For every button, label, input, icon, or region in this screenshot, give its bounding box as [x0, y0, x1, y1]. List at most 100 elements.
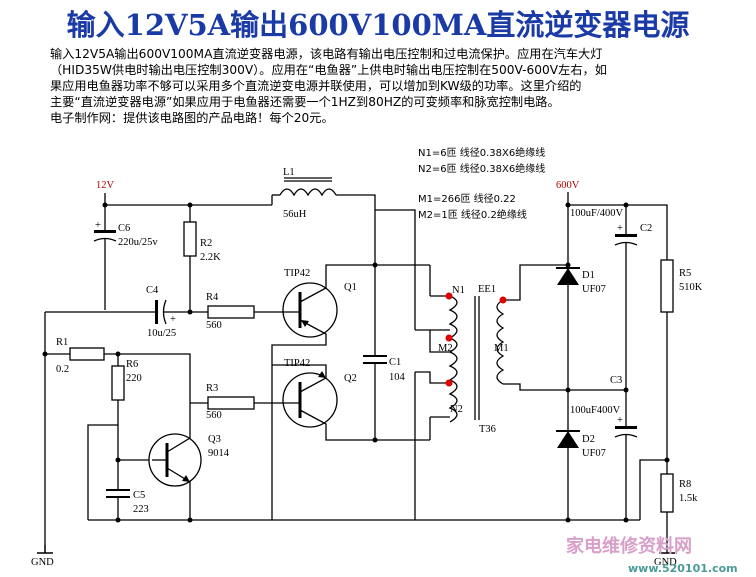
inductor-l1: [272, 177, 376, 265]
junction-dot: [565, 262, 571, 268]
inductor-l1-value: 56uH: [283, 209, 307, 220]
capacitor-c5-name: C5: [133, 490, 145, 501]
resistor-r1-name: R1: [56, 337, 68, 348]
capacitor-c3: +: [614, 390, 638, 520]
wire: [104, 353, 191, 400]
capacitor-c4-value: 10u/25: [147, 328, 176, 339]
gnd-right-label: GND: [654, 557, 677, 568]
resistor-r8-value: 1.5k: [679, 493, 698, 504]
description-line: 输入12V5A输出600V100MA直流逆变器电源，该电路有输出电压控制和过电流…: [50, 47, 603, 61]
capacitor-c2-value: 100uF/400V: [570, 208, 624, 219]
capacitor-c6-value: 220u/25v: [118, 237, 158, 248]
resistor-r6: [111, 365, 125, 401]
diode-d1-type: UF07: [582, 284, 606, 295]
transistor-q2-name: Q2: [344, 373, 357, 384]
diode-d2: [556, 390, 580, 520]
transistor-q1-type: TIP42: [284, 268, 310, 279]
resistor-r2: [183, 221, 197, 257]
resistor-r4-name: R4: [206, 292, 219, 303]
winding-start-dot: [445, 334, 453, 342]
transformer-t36-label: T36: [479, 424, 496, 435]
winding-m1-label: M1: [494, 343, 509, 354]
junction-dot: [372, 262, 378, 268]
watermark-site-name: 家电维修资料网: [566, 535, 692, 557]
diode-d2-name: D2: [582, 434, 595, 445]
capacitor-c2: +: [614, 205, 638, 390]
capacitor-c3-value: 100uF400V: [570, 405, 621, 416]
winding-n2-label: N2: [450, 404, 463, 415]
wire: [87, 424, 118, 520]
capacitor-c5-value: 223: [133, 504, 149, 515]
wire: [117, 400, 152, 461]
winding-note-m1: M1=266匝 线径0.22: [418, 192, 516, 205]
inductor-l1-name: L1: [283, 167, 295, 178]
page-title: 输入12V5A输出600V100MA直流逆变器电源: [66, 8, 690, 42]
svg-text:+: +: [617, 223, 623, 234]
transistor-q2: [272, 364, 430, 441]
description-line: 果应用电鱼器功率不够可以采用多个直流逆变电源并联使用，可以增加到KW级的功率。这…: [50, 79, 582, 93]
junction-dot: [187, 309, 193, 315]
junction-dot: [623, 517, 629, 523]
winding-m2-label: M2: [438, 343, 453, 354]
resistor-r5-value: 510K: [679, 282, 703, 293]
winding-start-dot: [445, 292, 453, 300]
winding-note-n2: N2=6匝 线径0.38X6绝缘线: [418, 162, 545, 175]
capacitor-c2-name: C2: [640, 223, 652, 234]
winding-start-dot: [445, 379, 453, 387]
transistor-q3-name: Q3: [208, 434, 221, 445]
winding-start-dot: [499, 296, 507, 304]
capacitor-c5: [106, 460, 130, 520]
capacitor-c1: [363, 265, 387, 440]
capacitor-c4-name: C4: [146, 285, 159, 296]
watermark-site-url: www.520101.com: [628, 562, 738, 575]
resistor-r3-name: R3: [206, 383, 218, 394]
transistor-q1-name: Q1: [344, 282, 357, 293]
transistor-q1: [271, 264, 430, 420]
description-line: （HID35W供电时输出电压控制300V）。应用在“电鱼器”上供电时输出电压控制…: [50, 63, 607, 77]
resistor-r6-value: 220: [126, 373, 142, 384]
rail-12v-wire: [104, 193, 272, 206]
transistor-q2-type: TIP42: [284, 358, 310, 369]
capacitor-c1-value: 104: [389, 372, 406, 383]
diode-d2-type: UF07: [582, 448, 606, 459]
gnd-left-label: GND: [31, 557, 54, 568]
transistor-q3-value: 9014: [208, 448, 230, 459]
supply-600v-label: 600V: [556, 180, 580, 191]
resistor-r1-value: 0.2: [56, 364, 69, 375]
resistor-r2-name: R2: [200, 238, 212, 249]
description: 输入12V5A输出600V100MA直流逆变器电源，该电路有输出电压控制和过电流…: [50, 46, 750, 126]
capacitor-c6-name: C6: [118, 223, 130, 234]
resistor-r1: [69, 347, 105, 361]
transformer-ee1: [375, 209, 568, 520]
supply-12v-label: 12V: [96, 180, 115, 191]
diode-d1-name: D1: [582, 270, 595, 281]
resistor-r5-name: R5: [679, 268, 691, 279]
svg-text:+: +: [95, 220, 101, 231]
resistor-r5: [660, 259, 674, 313]
svg-text:+: +: [617, 415, 623, 426]
resistor-r3-value: 560: [206, 410, 222, 421]
resistor-r4-value: 560: [206, 320, 222, 331]
description-line: 电子制作网：提供该电路图的产品电路！每个20元。: [50, 111, 334, 125]
resistor-r8: [660, 473, 674, 513]
junction-dot: [565, 517, 571, 523]
capacitor-c4: +: [44, 299, 208, 553]
resistor-r6-name: R6: [126, 359, 138, 370]
resistor-r3: [207, 396, 255, 410]
transformer-ee1-label: EE1: [478, 284, 496, 295]
description-line: 主要“直流逆变器电源”如果应用于电鱼器还需要一个1HZ到80HZ的可变频率和脉宽…: [50, 95, 560, 109]
diode-d1: [556, 205, 580, 390]
winding-n1-label: N1: [452, 285, 465, 296]
wire: [639, 312, 668, 520]
capacitor-c1-name: C1: [389, 357, 401, 368]
junction-dot: [115, 517, 121, 523]
junction-dot: [372, 437, 378, 443]
resistor-r8-name: R8: [679, 479, 691, 490]
junction-dot: [42, 351, 48, 357]
junction-dot: [187, 517, 193, 523]
transistor-q3: [148, 400, 202, 520]
junction-dot: [664, 457, 670, 463]
winding-note-m2: M2=1匝 线径0.2绝缘线: [418, 208, 527, 221]
resistor-r2-value: 2.2K: [200, 252, 221, 263]
